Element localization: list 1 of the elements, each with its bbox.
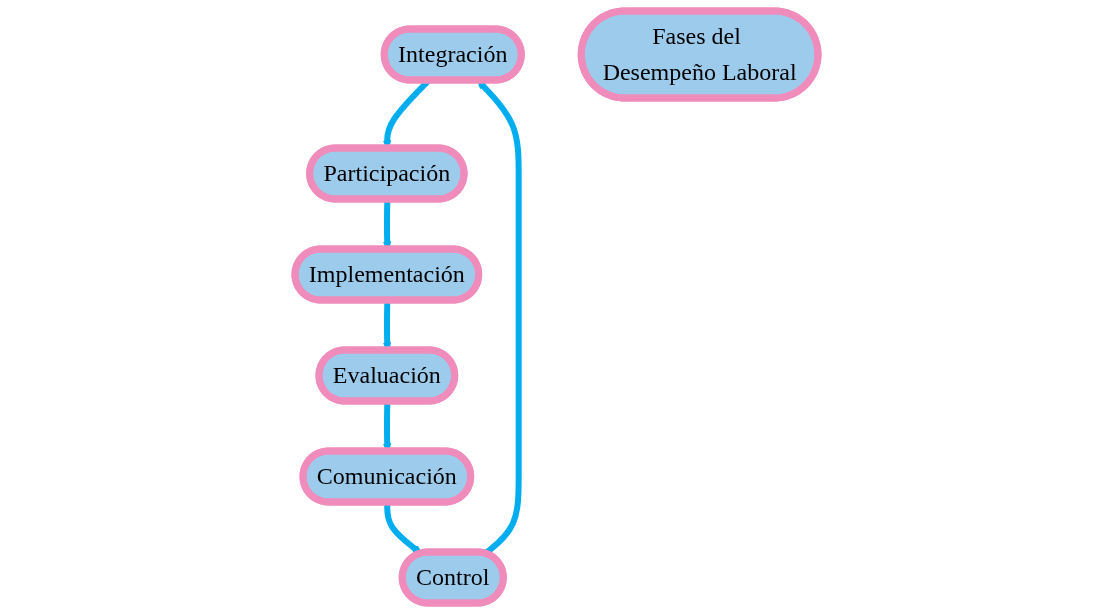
arrow [384, 502, 422, 554]
